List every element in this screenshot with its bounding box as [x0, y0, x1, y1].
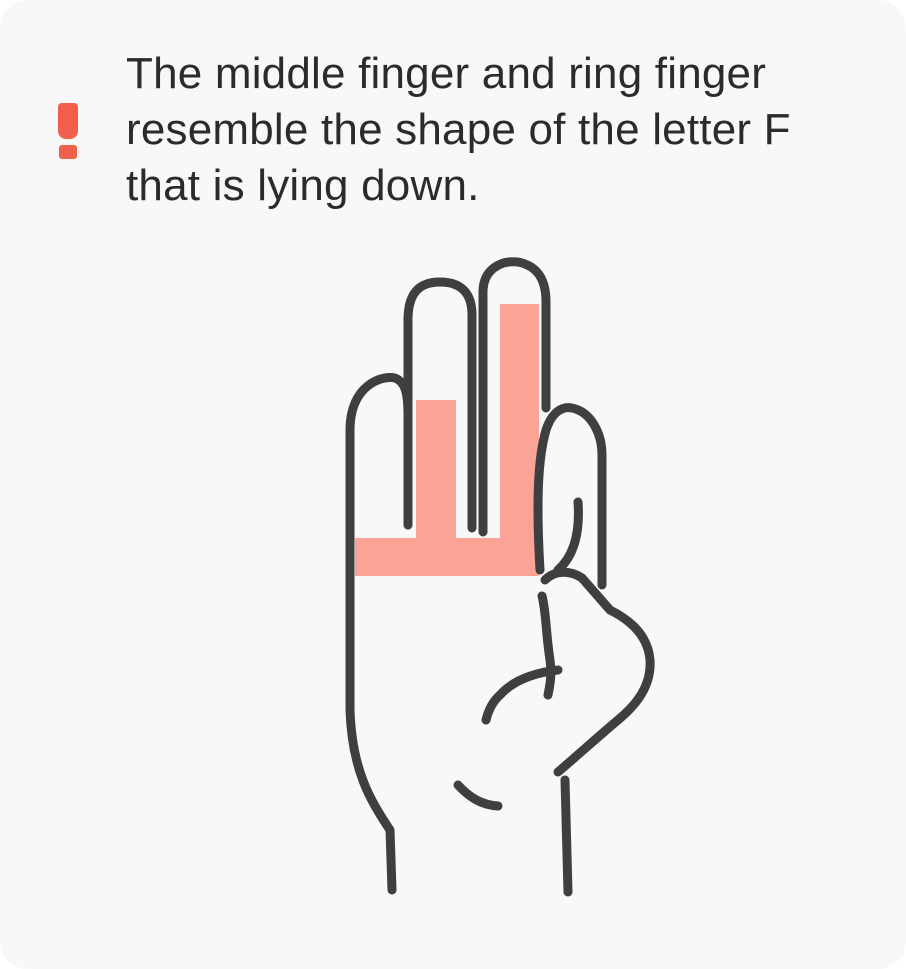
exclamation-dot	[59, 145, 77, 159]
hand-outline	[345, 257, 655, 897]
exclamation-icon	[56, 103, 80, 159]
f-highlight-base	[355, 538, 539, 576]
f-highlight-ring-finger	[500, 304, 539, 540]
thumb-lower-line	[537, 591, 556, 700]
letter-f-highlight	[355, 304, 539, 576]
hand-left-edge	[345, 373, 413, 895]
f-highlight-middle-finger	[416, 400, 456, 540]
thumb-outline	[540, 567, 655, 777]
wrist-right-edge	[560, 775, 573, 897]
hand-sign-svg	[345, 257, 655, 897]
hand-illustration	[300, 240, 700, 920]
pinky-finger-outline	[533, 403, 607, 590]
middle-finger-outline	[403, 277, 477, 533]
folded-finger-line	[553, 497, 583, 575]
palm-crease	[453, 780, 503, 811]
exclamation-bar	[58, 103, 78, 139]
ring-finger-outline	[478, 257, 551, 537]
tip-text: The middle finger and ring finger resemb…	[126, 49, 791, 210]
thumb-crease	[481, 665, 563, 725]
